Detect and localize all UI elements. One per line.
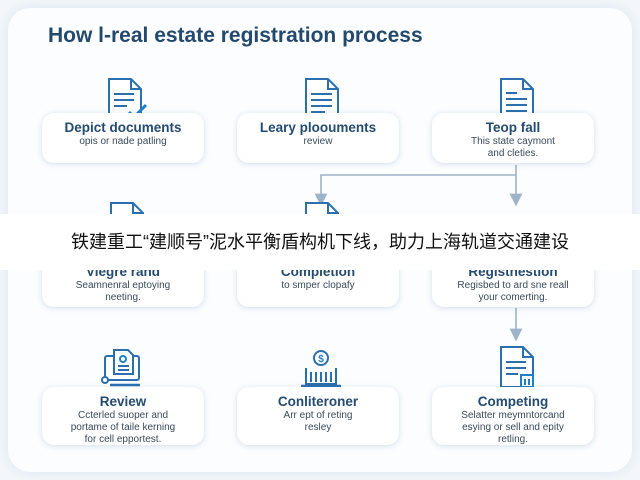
- step-card-depict-documents: Depict documents opis or nade patling: [42, 113, 204, 163]
- step-desc: neeting.: [105, 292, 141, 303]
- document-lines-icon: [493, 76, 539, 122]
- caption-banner: 铁建重工“建顺号”泥水平衡盾构机下线，助力上海轨道交通建设: [0, 214, 640, 270]
- step-name: Competing: [477, 394, 549, 409]
- step-name: Review: [99, 394, 147, 409]
- step-desc: resley: [304, 422, 332, 433]
- step-card-review: Review Ccterled suoper and portame of ta…: [42, 387, 204, 445]
- step-desc: for cell epportest.: [84, 434, 162, 445]
- step-desc: Ccterled suoper and: [77, 410, 169, 421]
- diagram-title: How l-real estate registration process: [48, 24, 423, 47]
- step-name: Conliteroner: [277, 394, 359, 409]
- step-name: Leary ploouments: [259, 120, 377, 135]
- step-name: Teop fall: [485, 120, 541, 135]
- document-icon: [298, 76, 344, 122]
- step-desc: opis or nade patling: [79, 136, 167, 147]
- step-desc: Regisbed to ard sne reall: [457, 280, 569, 291]
- step-desc: esying or sell and epity: [462, 422, 564, 433]
- step-name: Depict documents: [64, 120, 182, 135]
- step-card-leary-ploouments: Leary ploouments review: [237, 113, 399, 163]
- step-desc: retling.: [497, 434, 528, 445]
- step-desc: Selatter meymntorcand: [461, 410, 565, 421]
- step-desc: portame of taile kerning: [70, 422, 176, 433]
- laptop-dollar-icon: $: [298, 344, 344, 390]
- step-desc: Arr ept of reting: [283, 410, 353, 421]
- step-card-teop-fall: Teop fall This state caymont and cleties…: [432, 113, 594, 163]
- step-card-competing: Competing Selatter meymntorcand esying o…: [432, 387, 594, 445]
- step-desc: review: [303, 136, 333, 147]
- step-card-conliteroner: Conliteroner Arr ept of reting resley: [237, 387, 399, 445]
- step-desc: to smper clopafy: [281, 280, 355, 291]
- document-stack-icon: [493, 344, 539, 390]
- svg-text:$: $: [318, 354, 324, 365]
- step-desc: your comerting.: [478, 292, 548, 303]
- step-desc: Seamnenral eptoying: [75, 280, 171, 291]
- computer-document-icon: [100, 344, 146, 390]
- step-desc: and cleties.: [487, 148, 539, 159]
- step-desc: This state caymont: [471, 136, 555, 147]
